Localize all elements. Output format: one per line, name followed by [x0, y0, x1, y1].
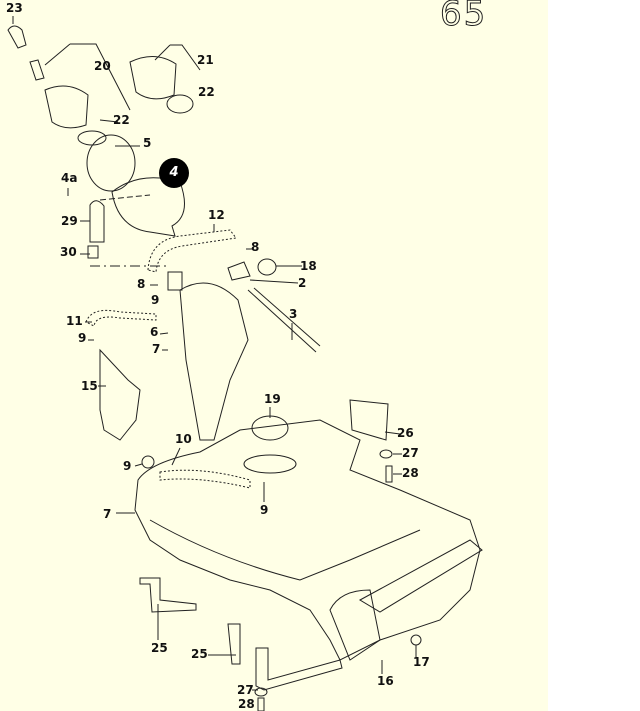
part-label[interactable]: 23	[6, 1, 23, 15]
part-label[interactable]: 15	[81, 379, 98, 393]
part-label[interactable]: 11	[66, 314, 83, 328]
part-label[interactable]: 12	[208, 208, 225, 222]
page-number: 65	[439, 0, 488, 35]
fuel-tank-exploded-drawing	[7, 16, 483, 711]
part-label[interactable]: 8	[251, 240, 260, 254]
part-label[interactable]: 16	[377, 674, 394, 688]
part-label[interactable]: 19	[264, 392, 281, 406]
part-label[interactable]: 3	[289, 307, 298, 321]
part-label[interactable]: 18	[300, 259, 317, 273]
part-label[interactable]: 6	[150, 325, 159, 339]
part-label[interactable]: 28	[402, 466, 419, 480]
part-label[interactable]: 27	[402, 446, 419, 460]
part-label[interactable]: 10	[175, 432, 192, 446]
part-label[interactable]: 9	[151, 293, 160, 307]
part-label[interactable]: 22	[113, 113, 130, 127]
part-label[interactable]: 30	[60, 245, 77, 259]
part-label[interactable]: 9	[260, 503, 269, 517]
part-label[interactable]: 26	[397, 426, 414, 440]
part-label[interactable]: 17	[413, 655, 430, 669]
part-label[interactable]: 25	[151, 641, 168, 655]
leader-lines	[12, 16, 417, 691]
part-label[interactable]: 4a	[61, 171, 78, 185]
highlight-badge-part-4[interactable]: 4	[159, 158, 189, 188]
part-label[interactable]: 29	[61, 214, 78, 228]
part-label[interactable]: 20	[94, 59, 111, 73]
part-label[interactable]: 22	[198, 85, 215, 99]
part-label[interactable]: 5	[143, 136, 152, 150]
part-label[interactable]: 25	[191, 647, 208, 661]
part-label[interactable]: 8	[137, 277, 146, 291]
part-label[interactable]: 7	[103, 507, 112, 521]
part-label[interactable]: 28	[238, 697, 255, 711]
part-label[interactable]: 2	[298, 276, 307, 290]
part-label[interactable]: 7	[152, 342, 161, 356]
part-label[interactable]: 21	[197, 53, 214, 67]
diagram-sheet: 65 4 23 20 21 22 22 5 4a 29 12 8 30 18 8…	[0, 0, 548, 711]
part-label[interactable]: 9	[123, 459, 132, 473]
parts-outlines	[7, 25, 483, 711]
part-label[interactable]: 9	[78, 331, 87, 345]
part-label[interactable]: 27	[237, 683, 254, 697]
